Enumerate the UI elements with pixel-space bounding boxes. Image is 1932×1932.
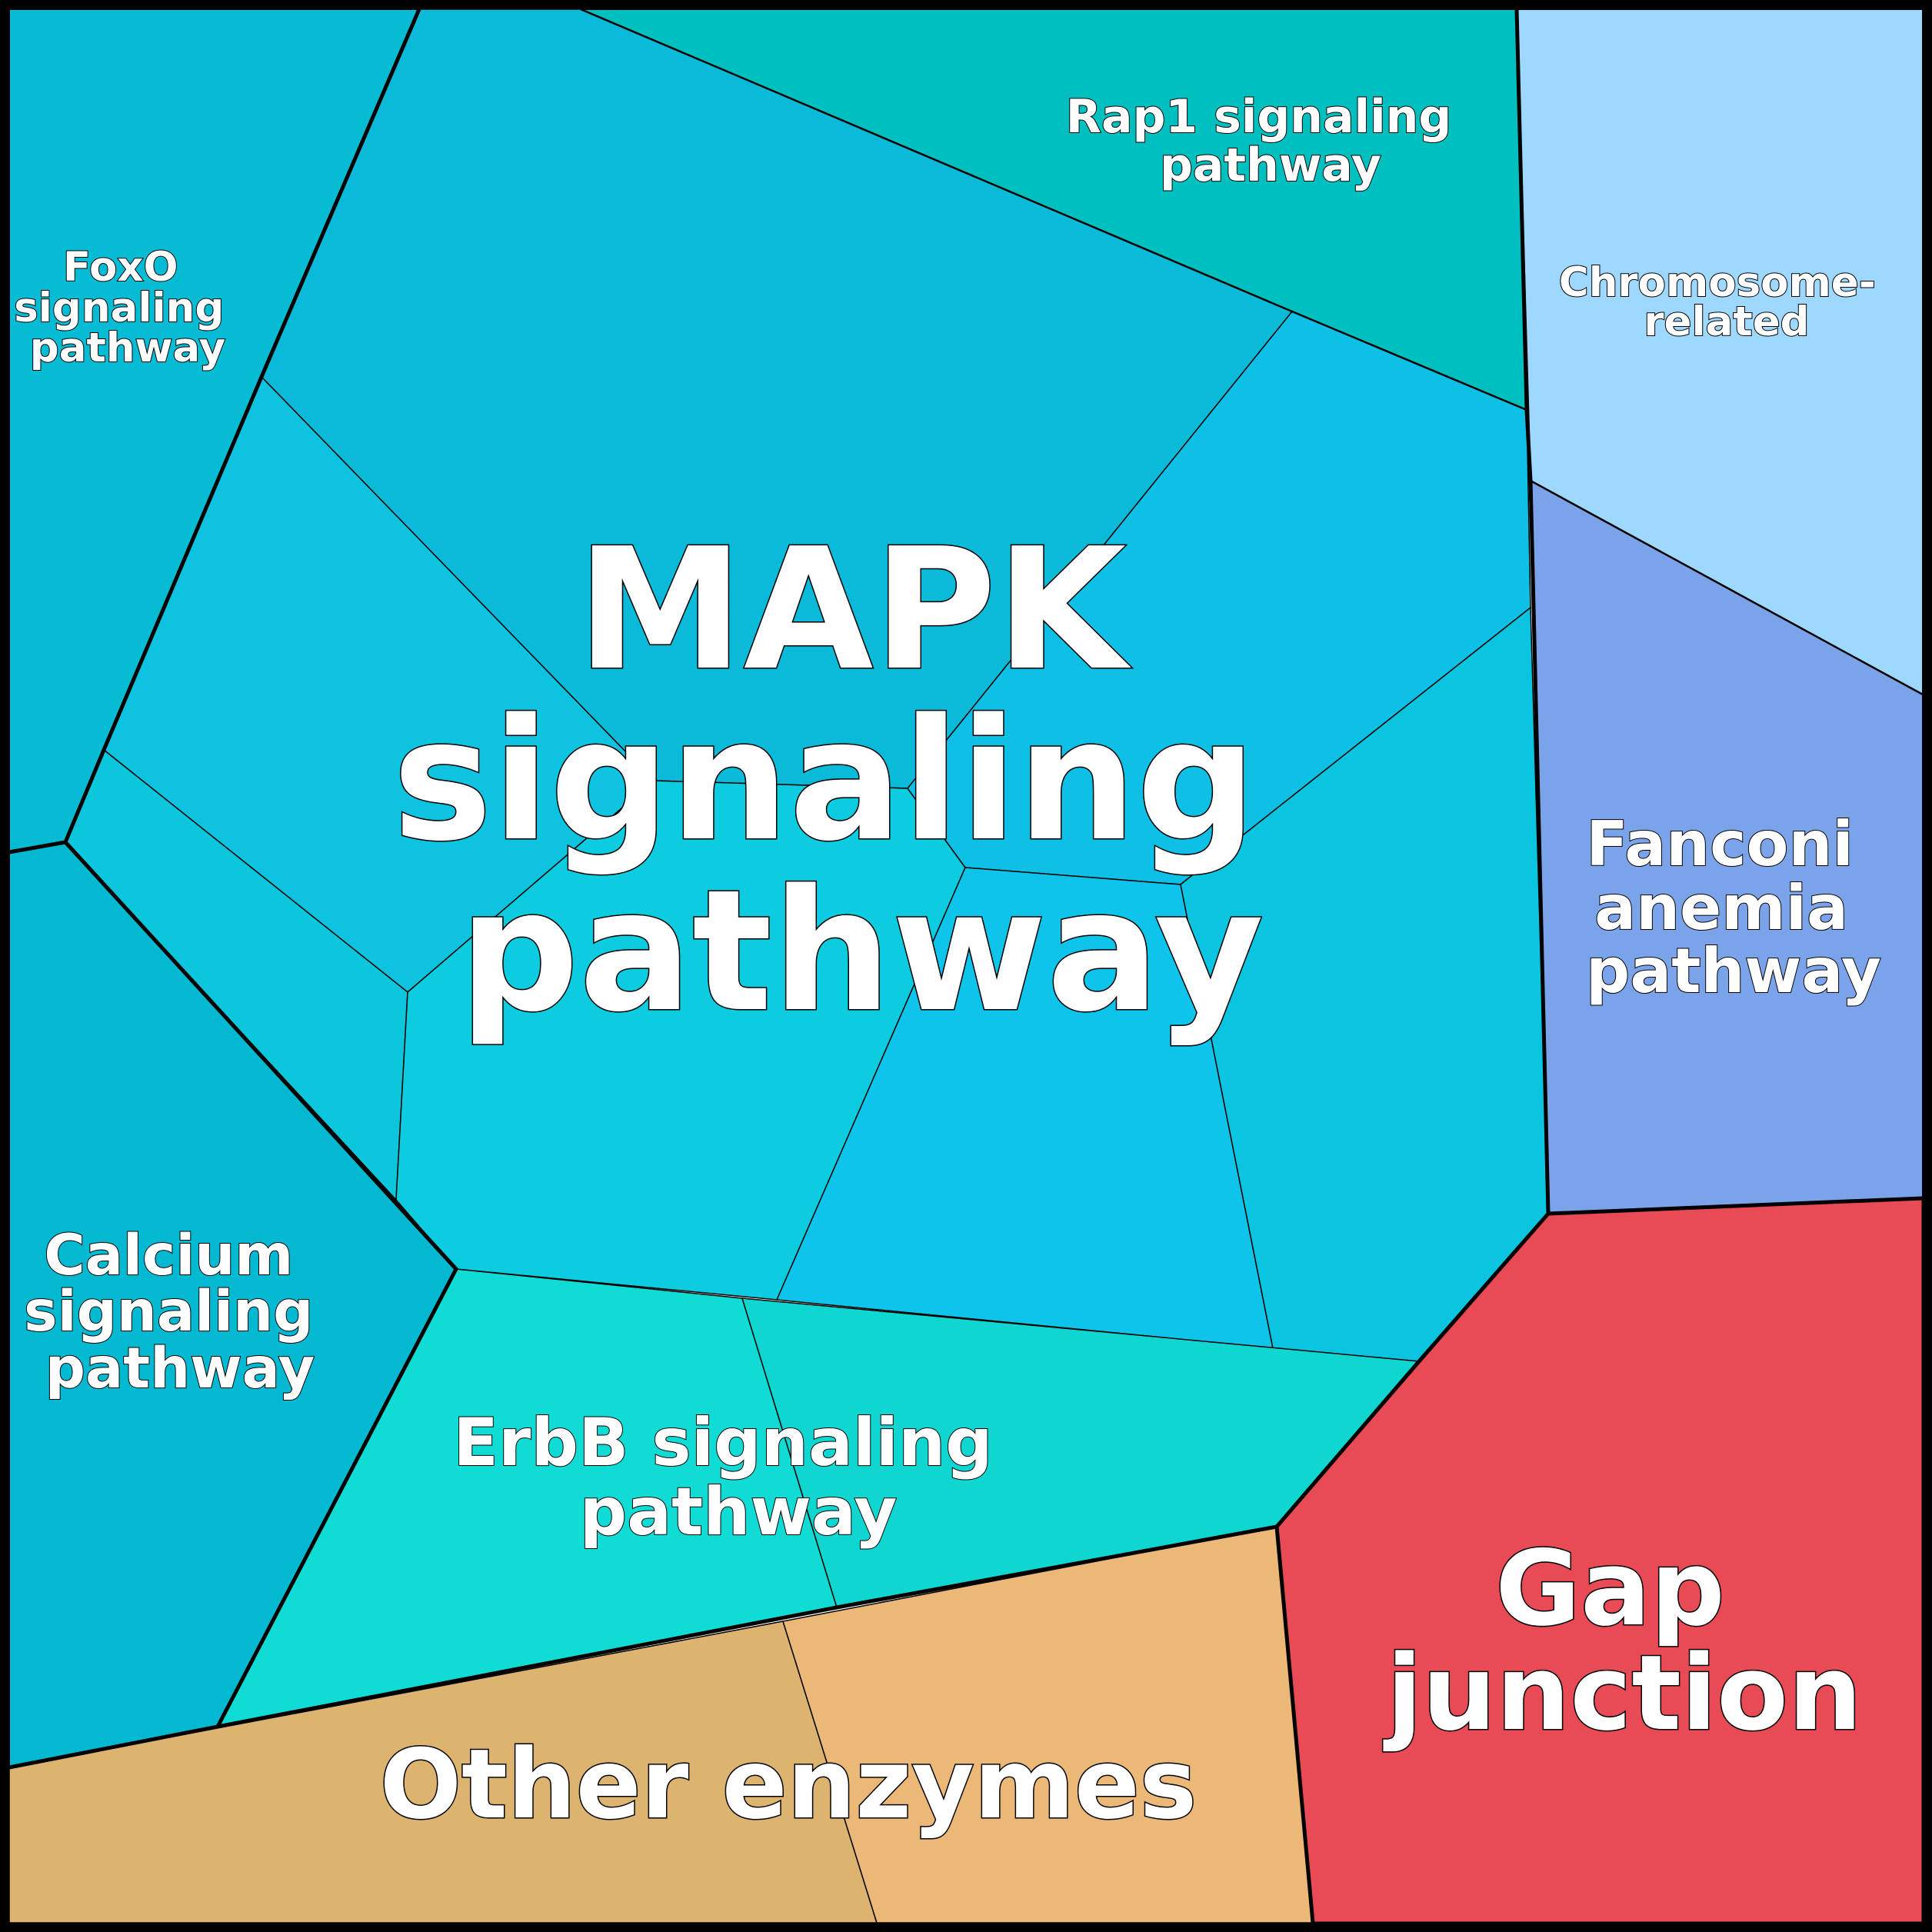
label-calcium: Calcium signaling pathway — [24, 1223, 333, 1401]
boundary-calcium — [64, 841, 458, 1728]
boundary-gap-top — [1547, 1196, 1924, 1216]
label-foxo: FoxO signaling pathway — [14, 244, 238, 371]
label-rap1: Rap1 signaling pathway — [1066, 90, 1467, 192]
label-erbb: ErbB signaling pathway — [453, 1404, 1015, 1551]
boundary-left-column — [8, 8, 421, 854]
group-labels: MAPK signaling pathway Rap1 signaling pa… — [13, 89, 1890, 1842]
region-other — [8, 1526, 1314, 1924]
boundary-right-column — [1275, 8, 1551, 1528]
label-mapk: MAPK signaling pathway — [392, 513, 1314, 1049]
boundary-chromosome — [1530, 479, 1924, 696]
label-chromosome: Chromosome- related — [1559, 259, 1890, 345]
label-fanconi: Fanconi anemia pathway — [1586, 808, 1881, 1007]
label-other: Other enzymes — [380, 1729, 1197, 1840]
boundary-rap1 — [580, 8, 1527, 411]
label-gap: Gap junction — [1383, 1528, 1862, 1754]
group-boundaries — [8, 8, 1924, 1924]
boundary-bottom-band — [8, 1524, 1315, 1924]
group-boundaries-thin — [580, 8, 1924, 696]
